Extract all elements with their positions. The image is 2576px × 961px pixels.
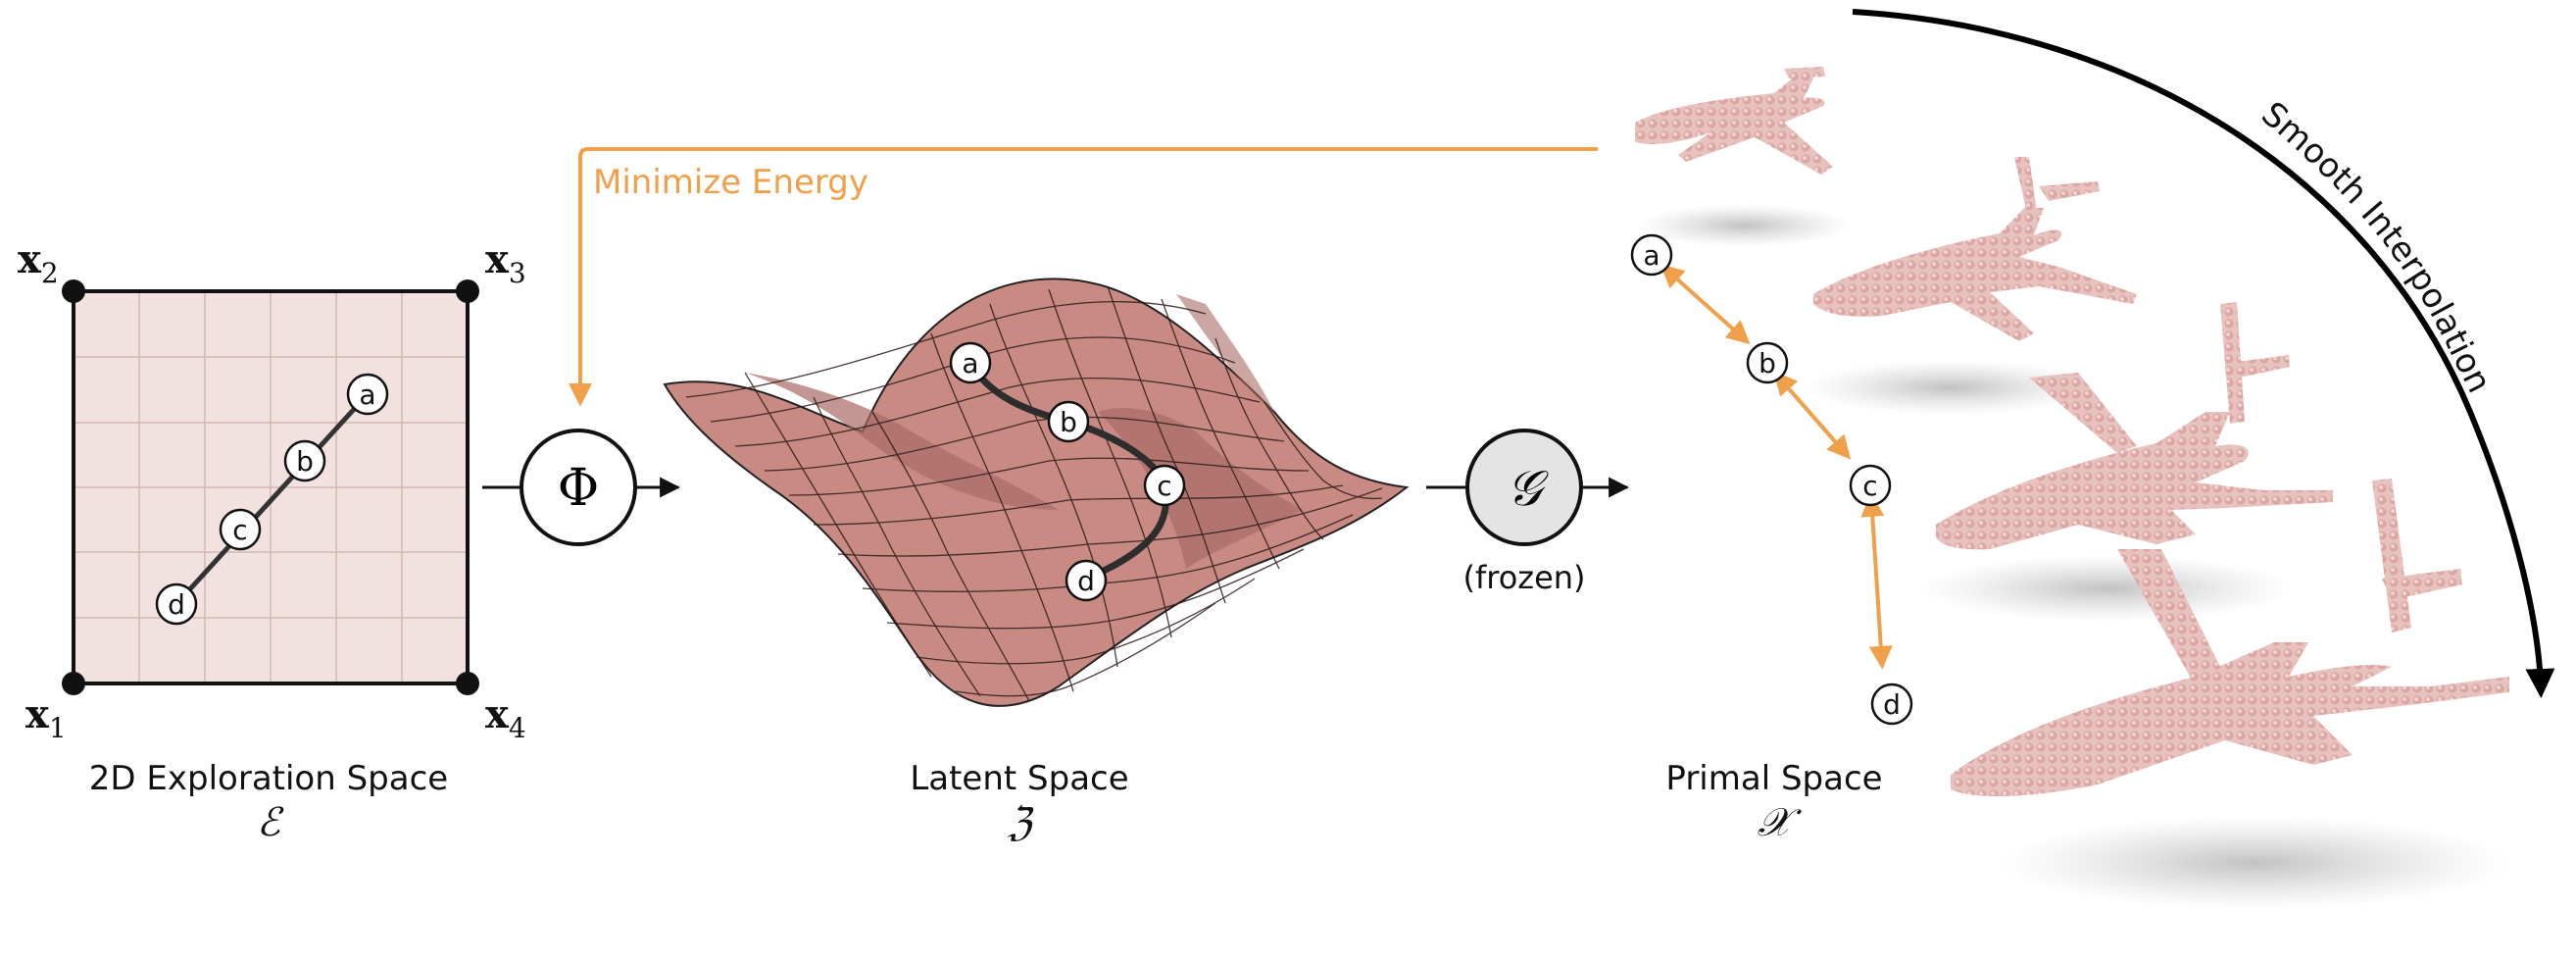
svg-text:b: b (296, 445, 314, 478)
svg-text:a: a (962, 347, 978, 379)
latent-symbol: ℨ (1008, 800, 1034, 845)
latent-surface (663, 278, 1410, 707)
exploration-symbol: ℰ (257, 800, 284, 845)
exploration-node-c: c (219, 508, 262, 551)
airplane-shape-a (1635, 67, 1833, 175)
primal-symbol: 𝒳 (1758, 800, 1803, 845)
shadow-airplane-d (2000, 816, 2509, 910)
shadow-airplane-b (1804, 360, 2098, 415)
primal-node-a: a (1630, 233, 1673, 277)
feedback-line (569, 147, 1598, 407)
svg-text:c: c (1157, 470, 1171, 502)
interpolation-arc (1852, 9, 2555, 698)
phi-label: Φ (558, 459, 600, 518)
exploration-node-a: a (346, 373, 389, 416)
primal-link-bc (1773, 371, 1852, 460)
primal-node-b: b (1746, 341, 1789, 384)
svg-text:a: a (359, 379, 375, 411)
latent-space: a b c d Latent Space ℨ (663, 278, 1410, 845)
corner-label-x3: x3 (485, 236, 526, 289)
latent-node-a: a (949, 341, 992, 384)
exploration-space: x2 x3 x1 x4 a b c d 2D Exploration Space… (18, 236, 526, 845)
primal-node-c: c (1849, 464, 1892, 507)
phi-block: Φ (482, 429, 681, 546)
corner-label-x2: x2 (18, 236, 59, 289)
minimize-energy-feedback: Minimize Energy (569, 147, 1598, 407)
corner-point-x4 (456, 672, 479, 695)
primal-link-ab (1660, 264, 1751, 345)
svg-text:c: c (232, 514, 247, 546)
primal-caption: Primal Space (1665, 759, 1882, 798)
svg-text:d: d (1077, 565, 1095, 597)
shadow-airplane-a (1637, 204, 1853, 247)
svg-text:b: b (1060, 406, 1077, 438)
corner-label-x1: x1 (25, 691, 67, 744)
latent-trajectory (966, 361, 1170, 582)
exploration-node-d: d (155, 582, 198, 626)
corner-point-x3 (456, 279, 479, 303)
airplane-shape-c (1936, 302, 2333, 550)
latent-mesh (685, 285, 1383, 702)
latent-caption: Latent Space (910, 759, 1128, 798)
exploration-caption: 2D Exploration Space (89, 759, 448, 798)
svg-text:d: d (168, 588, 185, 621)
corner-point-x1 (62, 672, 85, 695)
shadow-airplane-c (1921, 555, 2294, 622)
svg-text:b: b (1759, 347, 1776, 379)
svg-text:c: c (1862, 470, 1877, 502)
latent-node-c: c (1143, 464, 1186, 507)
svg-text:d: d (1883, 688, 1901, 721)
latent-fold-1 (745, 373, 1059, 510)
primal-node-d: d (1870, 683, 1913, 726)
exploration-node-b: b (283, 439, 326, 482)
airplane-shape-b (1813, 157, 2137, 341)
generator-block: 𝒢 (frozen) (1426, 429, 1630, 596)
corner-point-x2 (62, 279, 85, 303)
exploration-path (174, 392, 370, 606)
exploration-grid (74, 291, 468, 683)
svg-text:a: a (1643, 239, 1660, 272)
corner-label-x4: x4 (485, 691, 526, 744)
airplane-shape-d (1951, 479, 2509, 796)
interpolation-label: Smooth Interpolation (2254, 94, 2499, 399)
generator-note: (frozen) (1462, 559, 1585, 596)
latent-fold-3 (1176, 294, 1274, 412)
latent-node-b: b (1047, 400, 1090, 443)
latent-node-d: d (1065, 559, 1108, 602)
latent-fold-2 (1098, 408, 1304, 569)
feedback-label: Minimize Energy (593, 163, 868, 202)
primal-space: a b c d Primal Space 𝒳 (1630, 67, 2509, 910)
primal-link-cd (1860, 492, 1893, 670)
